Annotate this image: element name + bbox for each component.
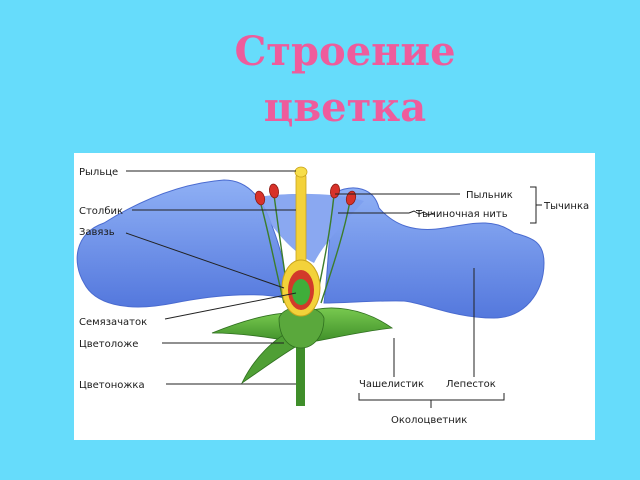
pedicel-stem (296, 338, 305, 406)
title-line-1: Строение (234, 28, 456, 75)
label-ovary: Завязь (79, 227, 115, 238)
perianth-bracket (358, 393, 505, 401)
pistil-style (295, 172, 307, 266)
ovule (292, 279, 310, 305)
label-sepal: Чашелистик (359, 379, 424, 390)
leader-lines (125, 170, 475, 385)
flower-diagram: Рыльце Столбик Завязь Семязачаток Цветол… (74, 153, 595, 440)
petal-left (76, 179, 286, 308)
petal-back (254, 193, 364, 263)
slide-title: Строение цветка (0, 24, 640, 136)
stamen-bracket (530, 186, 537, 224)
label-petal: Лепесток (446, 379, 496, 390)
petal-right (323, 187, 545, 319)
title-line-2: цветка (263, 84, 427, 131)
label-ovule: Семязачаток (79, 317, 147, 328)
sepal-right (303, 307, 394, 344)
stigma (294, 166, 308, 178)
label-filament: Тычиночная нить (415, 209, 508, 220)
label-style: Столбик (79, 206, 123, 217)
flower-diagram-svg: Рыльце Столбик Завязь Семязачаток Цветол… (76, 166, 589, 426)
label-receptacle: Цветоложе (79, 339, 138, 350)
label-anther: Пыльник (466, 190, 513, 201)
label-pedicel: Цветоножка (79, 380, 145, 391)
label-perianth: Околоцветник (391, 415, 467, 426)
anthers (254, 183, 357, 206)
label-stamen: Тычинка (543, 201, 589, 212)
label-stigma: Рыльце (79, 167, 118, 178)
